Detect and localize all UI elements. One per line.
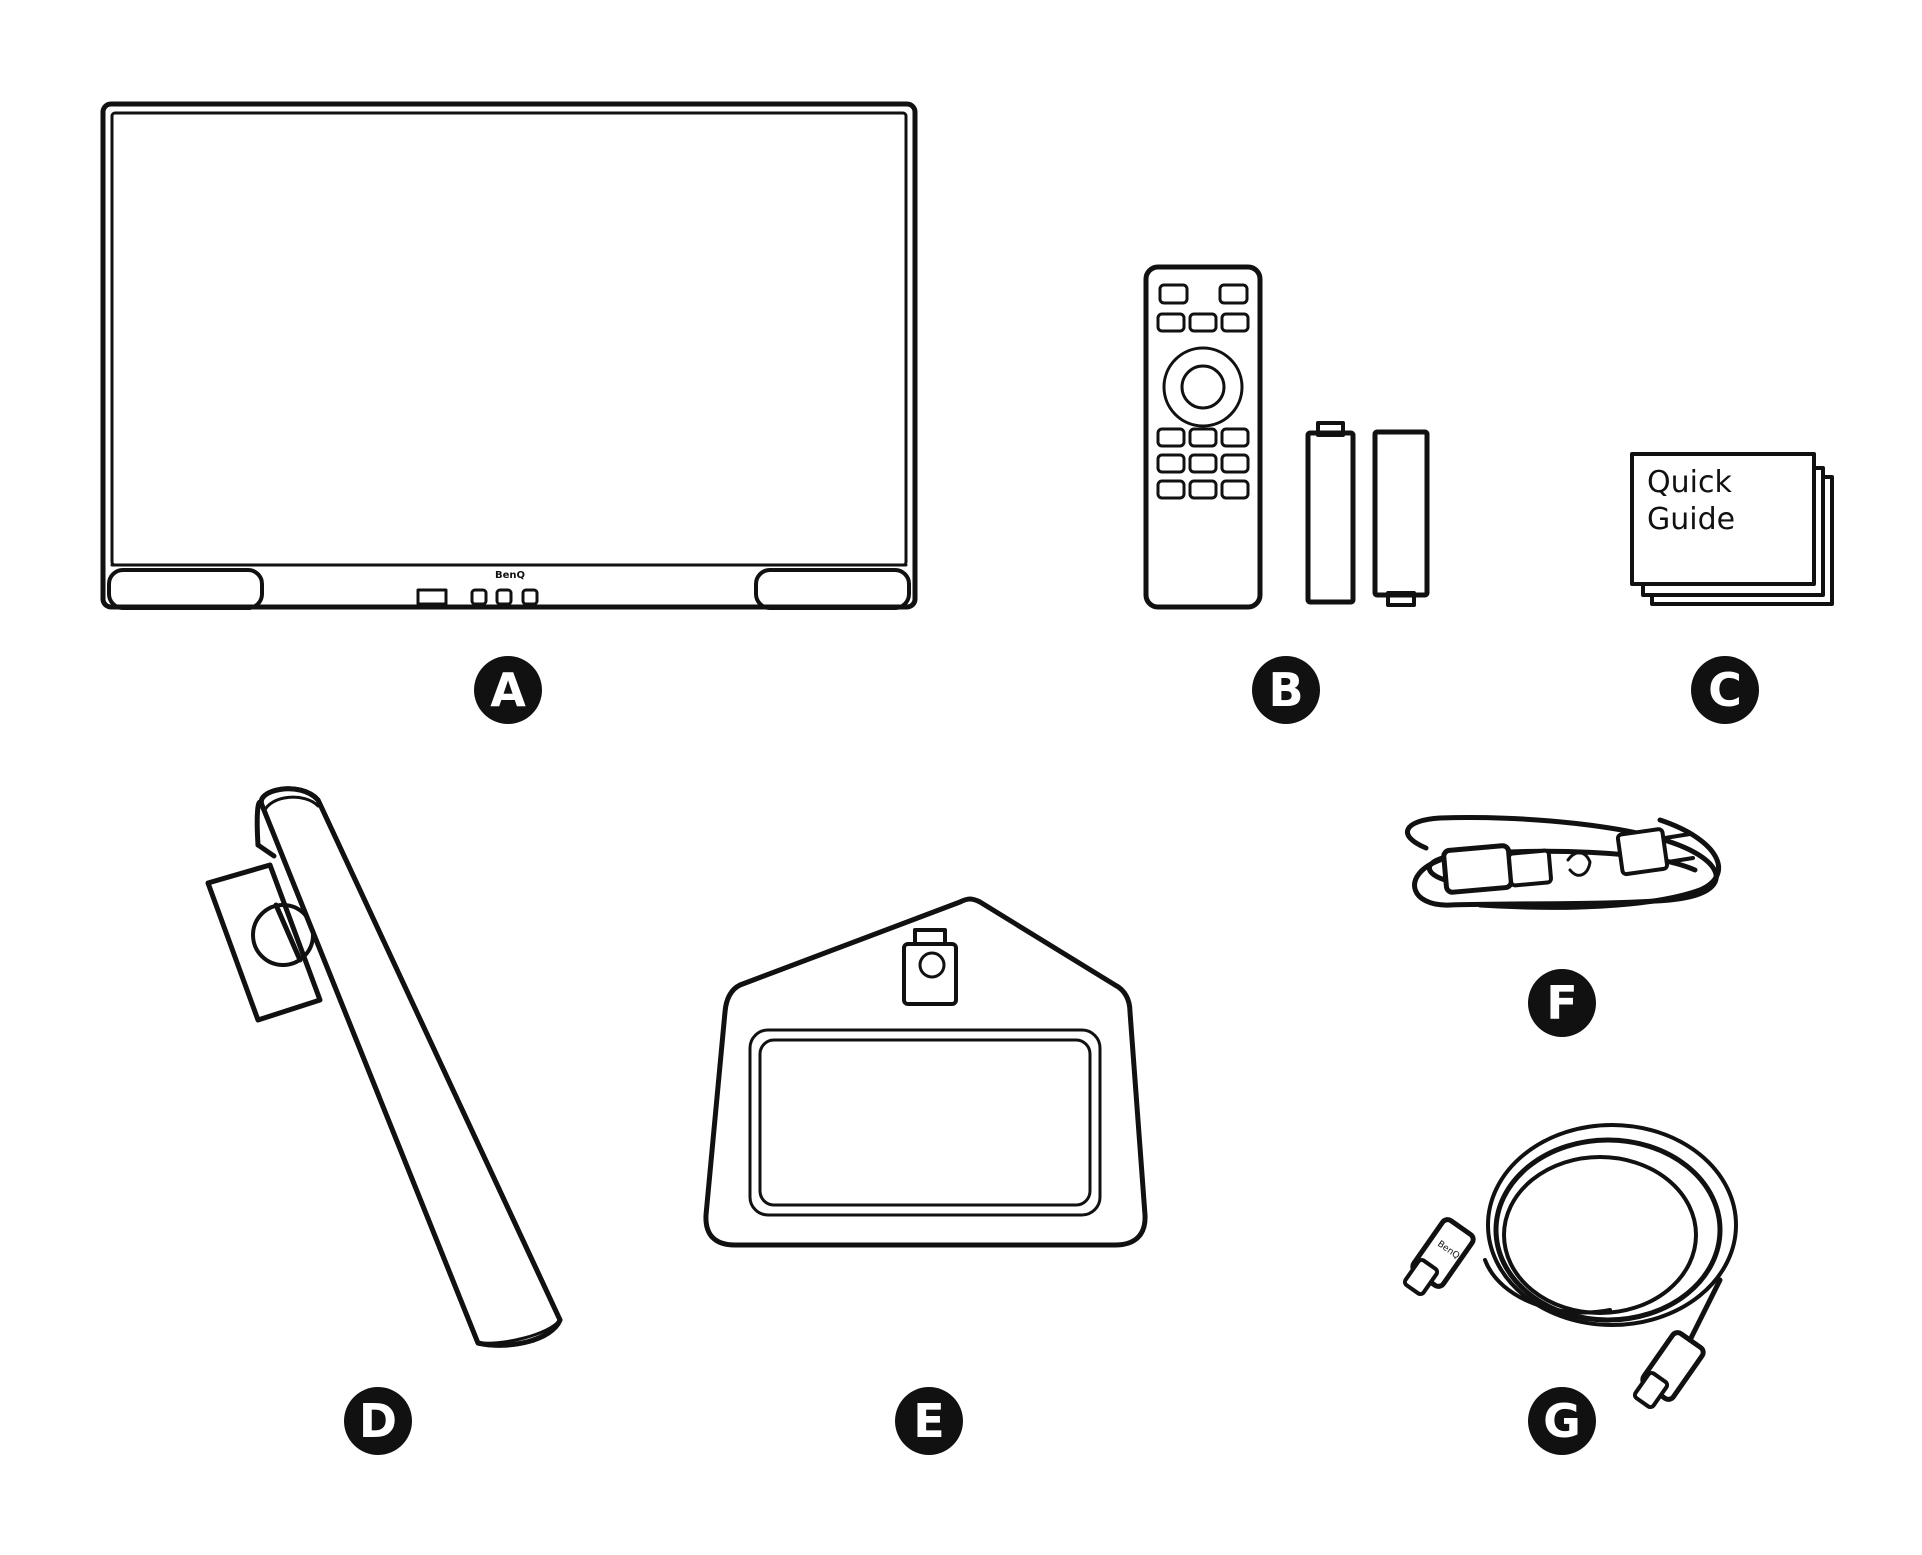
stand-base-illustration xyxy=(703,896,1148,1248)
label-badge-e: E xyxy=(895,1387,963,1455)
battery-left-illustration xyxy=(1305,421,1356,605)
quick-guide-title-line2: Guide xyxy=(1647,502,1735,537)
quick-guide-title-line1: Quick xyxy=(1647,465,1732,500)
label-badge-a: A xyxy=(474,656,542,724)
monitor-illustration: BenQ xyxy=(100,101,918,610)
usb-c-cable-illustration: BenQ xyxy=(1402,1123,1738,1410)
label-badge-c: C xyxy=(1691,656,1759,724)
battery-right-illustration xyxy=(1372,429,1430,607)
label-badge-g: G xyxy=(1528,1387,1596,1455)
power-cord-illustration xyxy=(1405,814,1722,910)
label-badge-f: F xyxy=(1528,969,1596,1037)
remote-control-illustration xyxy=(1143,264,1263,610)
quick-guide-booklet-illustration: Quick Guide xyxy=(1630,452,1834,606)
stand-neck-illustration xyxy=(205,786,563,1348)
label-badge-d: D xyxy=(344,1387,412,1455)
label-badge-b: B xyxy=(1252,656,1320,724)
monitor-brand-logo: BenQ xyxy=(495,570,525,581)
